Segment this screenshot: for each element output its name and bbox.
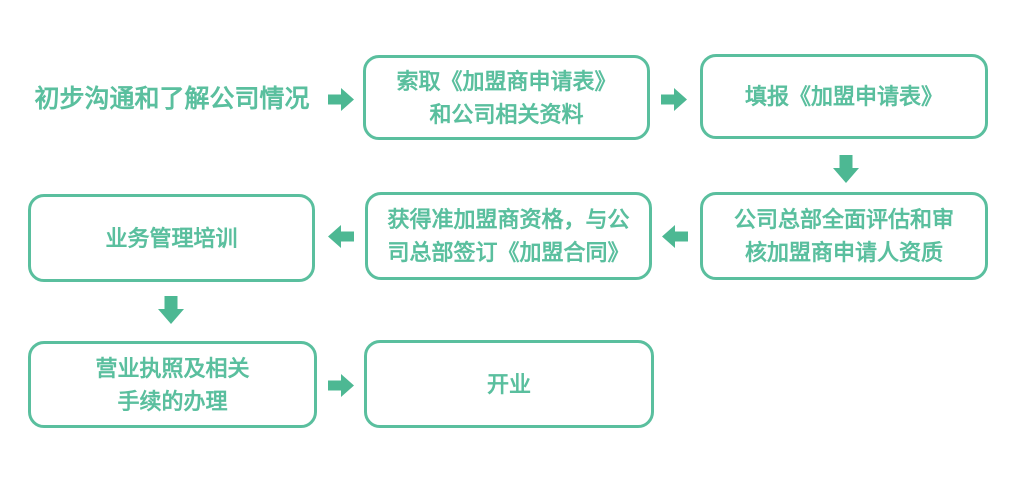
step-label-line: 索取《加盟商申请表》 (396, 68, 617, 94)
step-box-business-management-training: 业务管理培训 (28, 194, 315, 282)
step-box-opening: 开业 (364, 340, 654, 428)
arrow-down-icon (158, 296, 184, 324)
arrow-down-icon (833, 155, 859, 183)
step-label-line: 业务管理培训 (105, 225, 238, 251)
step-box-request-application-form: 索取《加盟商申请表》 和公司相关资料 (363, 55, 650, 140)
step-box-sign-franchise-contract: 获得准加盟商资格，与公 司总部签订《加盟合同》 (365, 192, 652, 280)
step-label-line: 开业 (486, 371, 531, 397)
arrow-left-icon (662, 225, 688, 248)
step-label-line: 和公司相关资料 (429, 101, 584, 127)
step-label-line: 手续的办理 (117, 388, 228, 414)
step-label-line: 获得准加盟商资格，与公 (387, 207, 630, 232)
arrow-left-icon (328, 225, 354, 248)
step-label-line: 填报《加盟申请表》 (744, 84, 943, 109)
arrow-right-icon (661, 88, 687, 111)
step-label-line: 公司总部全面评估和审 (733, 207, 954, 232)
step-box-fill-application-form: 填报《加盟申请表》 (700, 54, 988, 139)
step-label-line: 司总部签订《加盟合同》 (387, 240, 630, 265)
step-box-hq-evaluation: 公司总部全面评估和审 核加盟商申请人资质 (700, 192, 988, 280)
step-label-line: 营业执照及相关 (95, 355, 250, 381)
step-box-business-license-procedures: 营业执照及相关 手续的办理 (28, 341, 317, 428)
step-label-line: 核加盟商申请人资质 (744, 240, 943, 265)
arrow-right-icon (328, 88, 354, 111)
arrow-right-icon (328, 374, 354, 397)
start-step-label: 初步沟通和了解公司情况 (34, 85, 310, 113)
